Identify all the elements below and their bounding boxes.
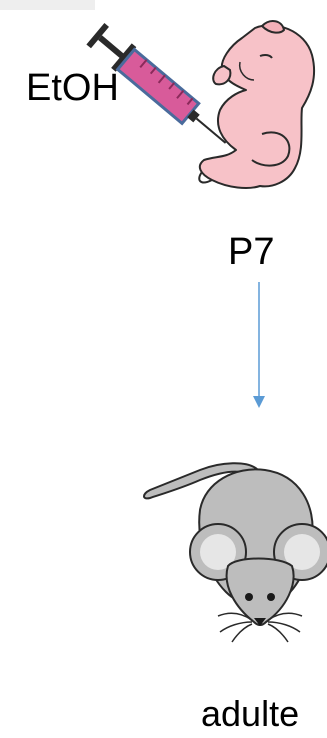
top-edge-bar — [0, 0, 95, 10]
injection-label: EtOH — [26, 67, 119, 109]
time-point-label: P7 — [228, 231, 275, 273]
outcome-label: adulte — [201, 693, 300, 734]
